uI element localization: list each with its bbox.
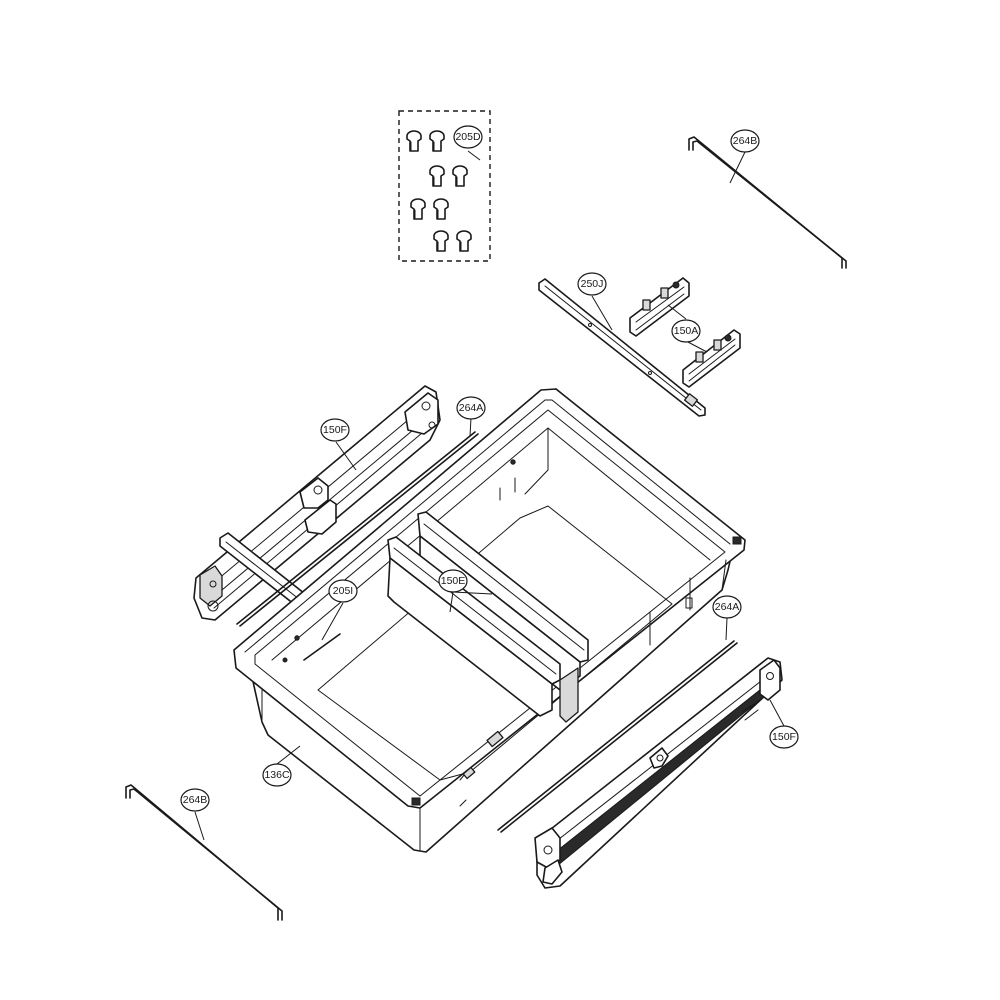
callout-264b-top: 264B [730,129,760,153]
label-264b-bottom: 264B [183,794,208,806]
callout-250j: 250J [577,272,607,296]
slide-150f-right [534,657,783,889]
callout-264a-top: 264A [456,396,486,420]
label-264b-top: 264B [733,135,758,147]
leader-lines [194,150,785,841]
bracket-150a-2 [682,329,741,388]
clip-pack-205d [398,110,491,262]
callout-264a-right: 264A [712,595,742,619]
rail-250j [538,278,706,417]
clip-fasteners [406,130,472,252]
label-136c: 136C [264,769,290,781]
bracket-150a-1 [629,277,690,337]
rod-264b-bottom [125,784,283,921]
callout-150a: 150A [671,319,701,343]
rod-264a-right [497,640,738,833]
label-264a-right: 264A [715,601,740,613]
callout-264b-bottom: 264B [180,788,210,812]
callout-136c: 136C [262,763,292,787]
label-205i: 205I [333,585,353,597]
label-150f-left: 150F [323,424,347,436]
pin-205i [303,633,341,661]
label-150a: 150A [674,325,699,337]
label-205d: 205D [455,131,481,143]
callout-205d: 205D [453,125,483,149]
callout-150e: 150E [438,569,468,593]
label-250j: 250J [581,278,604,290]
label-150f-right: 150F [772,731,796,743]
label-264a-top: 264A [459,402,484,414]
rod-264b-top [688,136,847,269]
callout-205i: 205I [328,579,358,603]
callout-150f-left: 150F [320,418,350,442]
label-150e: 150E [441,575,466,587]
callout-150f-right: 150F [769,725,799,749]
rod-264a-top [236,431,479,627]
